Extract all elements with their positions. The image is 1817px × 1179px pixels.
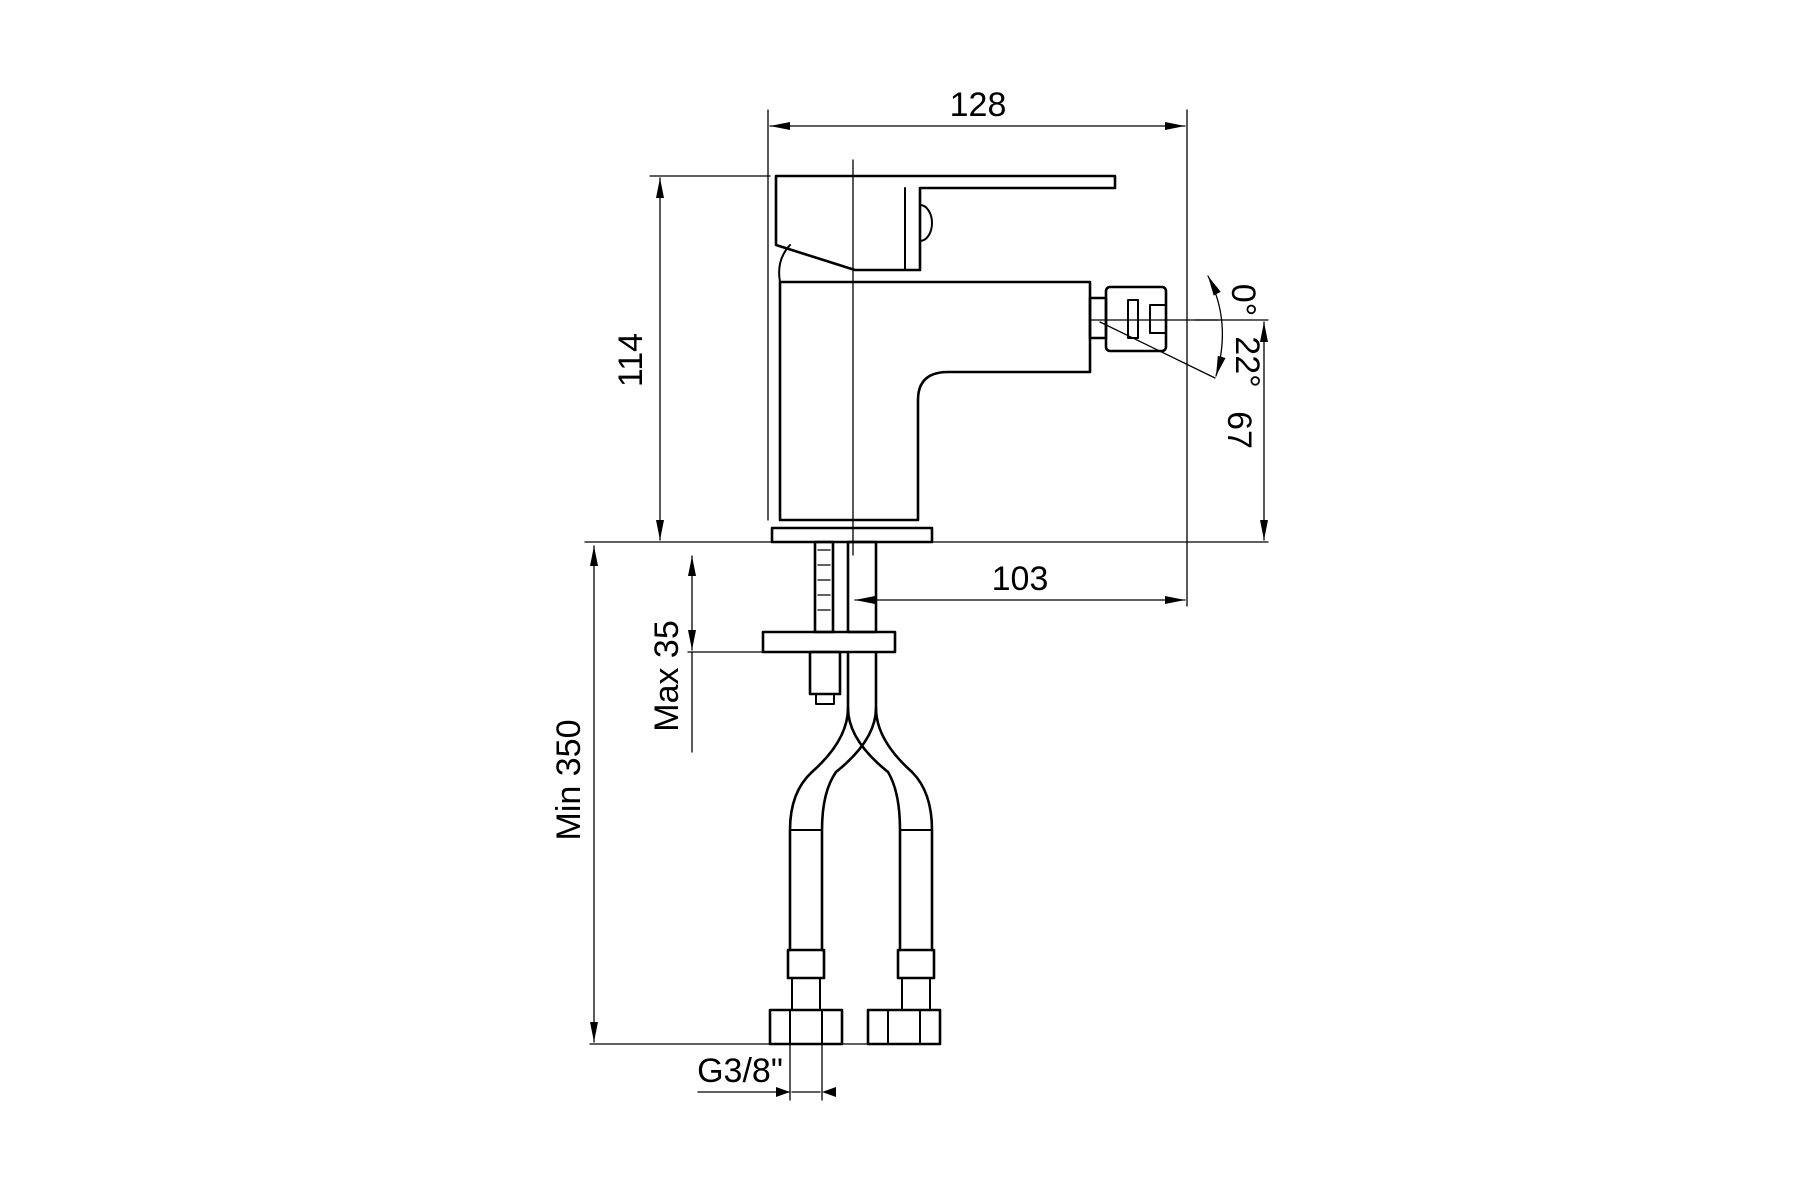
fixing-plate (761, 630, 897, 654)
label-angle-max: 22° (1228, 336, 1266, 387)
lever-handle (774, 174, 1117, 272)
connector-nut-left (768, 1008, 844, 1046)
threaded-rod (813, 540, 835, 634)
label-overall-height: 114 (612, 333, 650, 387)
nozzle-head (1104, 285, 1168, 353)
hose-left (788, 650, 850, 952)
label-spout-reach: 103 (992, 560, 1049, 598)
faucet-outline (770, 159, 1168, 556)
label-min-hose: Min 350 (550, 720, 588, 841)
label-max-deck: Max 35 (648, 620, 686, 732)
base-flange (770, 526, 934, 544)
label-spout-height: 67 (1220, 411, 1258, 449)
label-angle-min: 0° (1224, 284, 1262, 317)
label-thread: G3/8" (697, 1052, 783, 1090)
mixer-body (778, 280, 1092, 522)
label-overall-width: 128 (950, 86, 1007, 124)
shank (846, 540, 878, 634)
dim-arc-angle (1207, 275, 1226, 377)
under-deck-assembly (761, 540, 942, 1046)
fixing-nut (808, 650, 842, 696)
connector-nut-right (866, 1008, 942, 1046)
dimension-labels: 128 114 103 67 0° 22° Max 35 Min 350 G3/… (550, 86, 1266, 1090)
dimension-lines (584, 109, 1269, 1101)
nozzle-stem (1088, 296, 1108, 340)
lever-pivot (919, 204, 933, 242)
hose-right (846, 706, 902, 952)
